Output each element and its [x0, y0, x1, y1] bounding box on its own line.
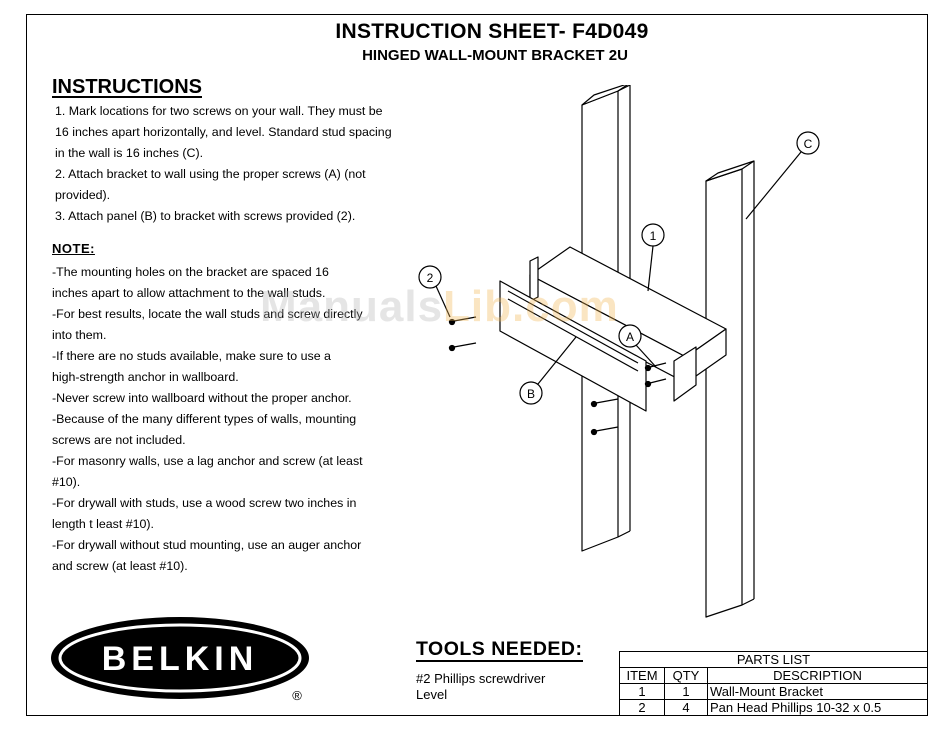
callout-a: A	[618, 324, 657, 368]
note-line: #10).	[52, 475, 81, 489]
note-line: -For drywall without stud mounting, use …	[52, 538, 362, 552]
note-line: -For masonry walls, use a lag anchor and…	[52, 454, 363, 468]
note-line: -The mounting holes on the bracket are s…	[52, 265, 329, 279]
col-header-description: DESCRIPTION	[707, 667, 928, 684]
page-title: INSTRUCTION SHEET- F4D049	[335, 20, 649, 43]
instruction-line: in the wall is 16 inches (C).	[55, 146, 204, 160]
cell-qty: 1	[664, 683, 708, 700]
page-border	[26, 14, 928, 716]
wall-mount-bracket	[529, 246, 727, 402]
parts-header-row: ITEM QTY DESCRIPTION	[619, 667, 928, 684]
cell-qty: 4	[664, 699, 708, 716]
belkin-logo: BELKIN ®	[51, 617, 309, 703]
callout-c: C	[745, 131, 820, 220]
page-subtitle: HINGED WALL-MOUNT BRACKET 2U	[362, 47, 628, 64]
col-header-qty: QTY	[664, 667, 708, 684]
callout-c-label: C	[804, 137, 813, 151]
note-line: -If there are no studs available, make s…	[52, 349, 331, 363]
watermark-lib: Lib	[443, 282, 513, 331]
note-line: -For best results, locate the wall studs…	[52, 307, 363, 321]
callout-1-label: 1	[650, 229, 657, 243]
table-row: 2 4 Pan Head Phillips 10-32 x 0.5	[619, 699, 928, 716]
watermark: ManualsLib.com	[260, 282, 619, 332]
instruction-line: 2. Attach bracket to wall using the prop…	[55, 167, 366, 181]
watermark-manuals: Manuals	[260, 282, 444, 331]
instructions-steps: 1. Mark locations for two screws on your…	[55, 101, 435, 227]
callout-b-label: B	[527, 387, 535, 401]
parts-caption-row: PARTS LIST	[619, 651, 928, 668]
wall-stud-right	[705, 160, 755, 618]
tools-heading: TOOLS NEEDED:	[416, 638, 583, 662]
note-line: inches apart to allow attachment to the …	[52, 286, 326, 300]
instruction-line: provided).	[55, 188, 111, 202]
callout-2-label: 2	[427, 271, 434, 285]
note-heading: NOTE:	[52, 241, 95, 256]
instruction-line: 16 inches apart horizontally, and level.…	[55, 125, 392, 139]
watermark-com: .com	[512, 282, 619, 331]
bracket-diagram: 1 2 A B C	[418, 85, 820, 618]
note-line: high-strength anchor in wallboard.	[52, 370, 239, 384]
callout-1: 1	[641, 223, 665, 292]
tool-item: #2 Phillips screwdriver	[416, 671, 546, 686]
parts-list-table: PARTS LIST ITEM QTY DESCRIPTION 1 1 Wall…	[619, 651, 928, 716]
screws	[448, 316, 667, 436]
note-line: -For drywall with studs, use a wood scre…	[52, 496, 357, 510]
note-line: -Never screw into wallboard without the …	[52, 391, 352, 405]
registered-mark: ®	[292, 688, 302, 703]
table-row: 1 1 Wall-Mount Bracket	[619, 683, 928, 700]
callout-a-label: A	[626, 330, 634, 344]
callout-b: B	[519, 336, 577, 405]
instruction-line: 3. Attach panel (B) to bracket with scre…	[55, 209, 356, 223]
logo-wordmark: BELKIN	[102, 640, 259, 678]
cell-description: Wall-Mount Bracket	[707, 683, 928, 700]
note-line: screws are not included.	[52, 433, 186, 447]
parts-list-caption: PARTS LIST	[619, 651, 928, 668]
note-line: into them.	[52, 328, 107, 342]
cell-item: 1	[619, 683, 665, 700]
instructions-heading: INSTRUCTIONS	[52, 76, 202, 98]
cell-description: Pan Head Phillips 10-32 x 0.5	[707, 699, 928, 716]
col-header-item: ITEM	[619, 667, 665, 684]
cell-item: 2	[619, 699, 665, 716]
note-line: and screw (at least #10).	[52, 559, 188, 573]
tools-list: #2 Phillips screwdriver Level	[416, 671, 545, 703]
front-panel	[499, 280, 647, 412]
tool-item: Level	[416, 687, 448, 702]
note-list: -The mounting holes on the bracket are s…	[52, 262, 432, 577]
instruction-line: 1. Mark locations for two screws on your…	[55, 104, 383, 118]
note-line: length t least #10).	[52, 517, 154, 531]
callout-2: 2	[418, 265, 451, 318]
note-line: -Because of the many different types of …	[52, 412, 357, 426]
